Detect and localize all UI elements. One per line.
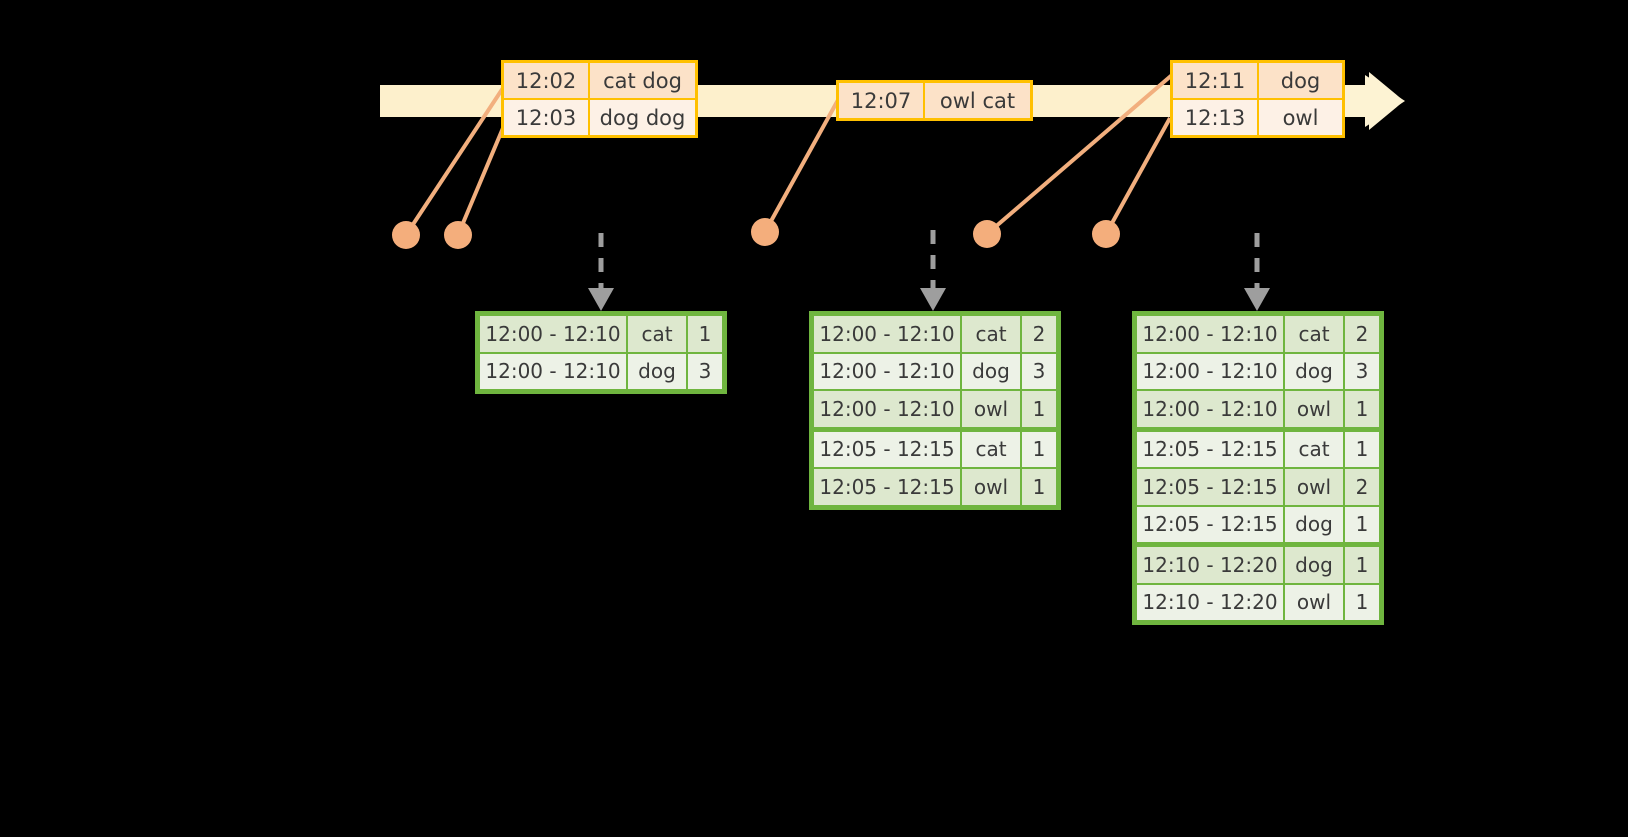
timeline-event-row[interactable]: 12:13 owl [1173,98,1342,135]
dashed-arrow-head-2 [920,288,946,311]
event-dot-3 [751,218,779,246]
count-cell: 1 [1344,430,1380,468]
event-dot-1 [392,221,420,249]
timeline-event-box-1[interactable]: 12:02 cat dog 12:03 dog dog [501,60,698,138]
window-cell: 12:00 - 12:10 [479,352,627,390]
count-cell: 1 [687,315,723,353]
dashed-arrows [598,230,1260,290]
event-dots [392,218,1120,249]
window-cell: 12:00 - 12:10 [813,315,961,353]
count-cell: 1 [1021,430,1057,468]
window-cell: 12:00 - 12:10 [1136,352,1284,390]
count-cell: 1 [1344,390,1380,428]
event-time: 12:13 [1173,100,1259,135]
count-cell: 1 [1344,583,1380,621]
word-cell: cat [961,315,1021,353]
timeline-event-row[interactable]: 12:11 dog [1173,63,1342,98]
word-cell: dog [1284,505,1344,543]
count-cell: 2 [1344,468,1380,506]
window-cell: 12:00 - 12:10 [479,315,627,353]
event-dot-2 [444,221,472,249]
window-cell: 12:00 - 12:10 [813,352,961,390]
connector-line-4 [985,73,1174,236]
count-cell: 1 [1344,546,1380,584]
word-cell: cat [1284,315,1344,353]
window-cell: 12:00 - 12:10 [1136,390,1284,428]
word-cell: owl [961,390,1021,428]
event-time: 12:07 [839,83,925,118]
window-cell: 12:05 - 12:15 [813,430,961,468]
word-cell: owl [961,468,1021,506]
event-time: 12:11 [1173,63,1259,98]
word-cell: dog [1284,546,1344,584]
word-cell: owl [1284,583,1344,621]
timeline-event-row[interactable]: 12:02 cat dog [504,63,695,98]
count-cell: 1 [1021,468,1057,506]
count-cell: 3 [687,352,723,390]
count-cell: 1 [1021,390,1057,428]
count-cell: 2 [1021,315,1057,353]
word-cell: cat [1284,430,1344,468]
connector-line-2 [456,127,505,236]
timeline-event-box-3[interactable]: 12:11 dog 12:13 owl [1170,60,1345,138]
window-cell: 12:00 - 12:10 [813,390,961,428]
connector-line-3 [763,99,840,233]
word-cell: cat [961,430,1021,468]
event-words: owl cat [925,83,1030,118]
window-cell: 12:10 - 12:20 [1136,546,1284,584]
timeline-event-row[interactable]: 12:07 owl cat [839,83,1030,118]
timeline-arrow-shape-icon [1344,72,1404,130]
count-cell: 3 [1344,352,1380,390]
connector-line-5 [1104,117,1172,235]
event-dot-5 [1092,220,1120,248]
window-cell: 12:05 - 12:15 [1136,468,1284,506]
word-cell: owl [1284,468,1344,506]
word-cell: dog [1284,352,1344,390]
event-words: dog dog [590,100,695,135]
word-cell: owl [1284,390,1344,428]
connector-lines [404,73,1174,237]
word-cell: dog [961,352,1021,390]
window-cell: 12:05 - 12:15 [813,468,961,506]
timeline-event-row[interactable]: 12:03 dog dog [504,98,695,135]
event-dot-4 [973,220,1001,248]
word-cell: dog [627,352,687,390]
timeline-event-box-2[interactable]: 12:07 owl cat [836,80,1033,121]
event-words: cat dog [590,63,695,98]
event-words: dog [1259,63,1342,98]
dashed-arrow-head-1 [588,288,614,311]
event-words: owl [1259,100,1342,135]
window-cell: 12:05 - 12:15 [1136,430,1284,468]
event-time: 12:03 [504,100,590,135]
event-time: 12:02 [504,63,590,98]
count-cell: 3 [1021,352,1057,390]
window-cell: 12:05 - 12:15 [1136,505,1284,543]
count-cell: 1 [1344,505,1380,543]
connector-line-1 [404,86,505,237]
dashed-arrow-heads [588,288,1270,311]
window-cell: 12:10 - 12:20 [1136,583,1284,621]
count-cell: 2 [1344,315,1380,353]
dashed-arrow-head-3 [1244,288,1270,311]
window-cell: 12:00 - 12:10 [1136,315,1284,353]
word-cell: cat [627,315,687,353]
